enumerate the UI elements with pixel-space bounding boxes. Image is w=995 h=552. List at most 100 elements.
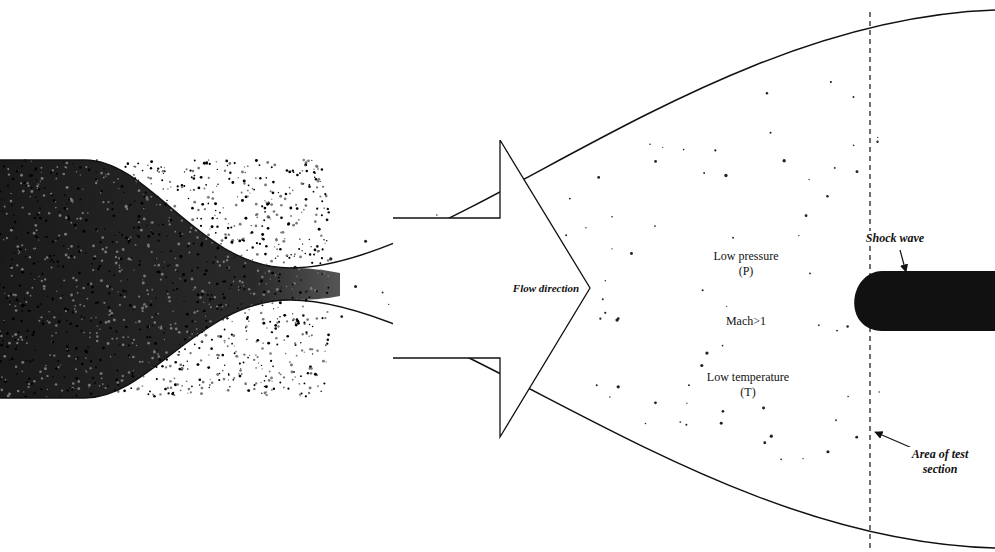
gas-particle xyxy=(310,287,312,289)
gas-particle xyxy=(193,243,195,245)
gas-particle xyxy=(43,194,45,196)
gas-particle xyxy=(852,96,854,98)
gas-particle xyxy=(292,320,293,321)
gas-particle xyxy=(164,261,165,262)
gas-particle xyxy=(292,292,294,294)
gas-particle xyxy=(150,196,152,198)
gas-particle xyxy=(124,166,126,168)
gas-particle xyxy=(238,289,240,291)
gas-particle xyxy=(66,208,68,210)
gas-particle xyxy=(37,306,40,309)
gas-particle xyxy=(316,317,319,320)
gas-particle xyxy=(65,310,67,312)
gas-particle xyxy=(30,196,32,198)
gas-particle xyxy=(313,191,315,193)
gas-particle xyxy=(11,275,13,277)
gas-particle xyxy=(100,372,103,375)
gas-particle xyxy=(204,273,207,276)
gas-particle xyxy=(159,204,161,206)
gas-particle xyxy=(310,287,313,290)
gas-particle xyxy=(118,187,120,189)
gas-particles xyxy=(0,81,889,460)
gas-particle xyxy=(38,188,40,190)
gas-particle xyxy=(3,355,6,358)
gas-particle xyxy=(51,194,53,196)
gas-particle xyxy=(21,305,24,308)
gas-particle xyxy=(138,296,140,298)
gas-particle xyxy=(286,286,287,287)
gas-particle xyxy=(596,384,598,386)
gas-particle xyxy=(79,217,81,219)
gas-particle xyxy=(150,231,152,233)
gas-particle xyxy=(53,316,55,318)
gas-particle xyxy=(26,381,28,383)
gas-particle xyxy=(105,246,107,248)
gas-particle xyxy=(108,314,110,316)
gas-particle xyxy=(216,308,218,310)
gas-particle xyxy=(304,351,305,352)
gas-particle xyxy=(260,382,261,383)
gas-particle xyxy=(231,333,233,335)
gas-particle xyxy=(189,337,191,339)
gas-particle xyxy=(39,303,41,305)
gas-particle xyxy=(271,389,273,391)
gas-particle xyxy=(39,207,41,209)
gas-particle xyxy=(278,280,280,282)
gas-particle xyxy=(275,239,278,242)
gas-particle xyxy=(14,294,17,297)
gas-particle xyxy=(91,286,93,288)
gas-particle xyxy=(80,315,81,316)
gas-particle xyxy=(89,367,91,369)
gas-particle xyxy=(121,185,124,188)
gas-particle xyxy=(138,189,141,192)
gas-particle xyxy=(27,386,29,388)
gas-particle xyxy=(116,370,118,372)
gas-particle xyxy=(237,177,239,179)
gas-particle xyxy=(55,178,57,180)
gas-particle xyxy=(309,386,312,389)
gas-particle xyxy=(264,380,266,382)
gas-particle xyxy=(77,387,80,390)
gas-particle xyxy=(31,333,34,336)
gas-particle xyxy=(140,202,143,205)
gas-particle xyxy=(826,195,829,198)
gas-particle xyxy=(3,286,5,288)
gas-particle xyxy=(247,389,250,392)
gas-particle xyxy=(300,342,302,344)
gas-particle xyxy=(209,228,210,229)
gas-particle xyxy=(157,353,159,355)
gas-particle xyxy=(293,171,295,173)
gas-particle xyxy=(14,339,16,341)
gas-particle xyxy=(835,419,837,421)
gas-particle xyxy=(46,236,48,238)
gas-particle xyxy=(258,362,259,363)
gas-particle xyxy=(37,188,38,189)
gas-particle xyxy=(286,320,288,322)
gas-particle xyxy=(71,388,73,390)
gas-particle xyxy=(604,312,606,314)
gas-particle xyxy=(51,298,53,300)
gas-particle xyxy=(85,357,87,359)
gas-particle xyxy=(178,351,180,353)
gas-particle xyxy=(162,267,163,268)
gas-particle xyxy=(301,211,302,212)
gas-particle xyxy=(318,228,321,231)
gas-particle xyxy=(127,162,130,165)
gas-particle xyxy=(39,212,41,214)
gas-particle xyxy=(354,285,357,288)
gas-particle xyxy=(116,241,118,243)
gas-particle xyxy=(113,319,116,322)
gas-particle xyxy=(212,191,214,193)
gas-particle xyxy=(156,378,158,380)
gas-particle xyxy=(149,390,151,392)
gas-particle xyxy=(40,181,41,182)
gas-particle xyxy=(14,333,17,336)
gas-particle xyxy=(242,237,244,239)
gas-particle xyxy=(299,291,302,294)
gas-particle xyxy=(9,301,11,303)
gas-particle xyxy=(228,337,230,339)
gas-particle xyxy=(131,341,132,342)
gas-particle xyxy=(66,203,67,204)
gas-particle xyxy=(174,231,176,233)
gas-particle xyxy=(221,354,224,357)
